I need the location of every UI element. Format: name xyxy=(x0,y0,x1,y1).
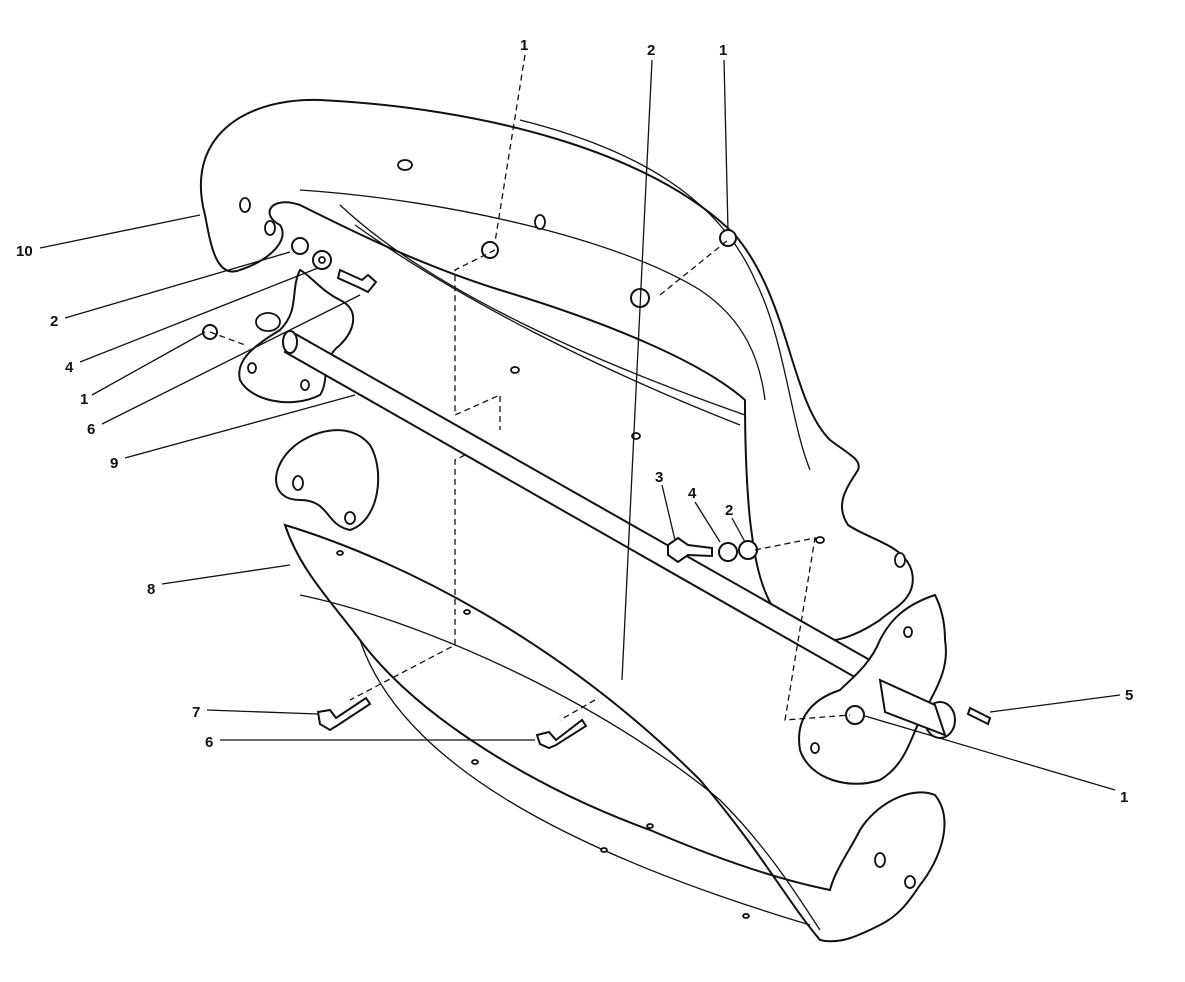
callout-6: 6 xyxy=(205,734,213,751)
callout-1: 1 xyxy=(1120,789,1128,806)
callout-8: 8 xyxy=(147,581,155,598)
callout-2: 2 xyxy=(725,502,733,519)
callout-2: 2 xyxy=(647,42,655,59)
leader-lines xyxy=(39,54,1121,791)
hardware xyxy=(202,229,992,750)
callout-6: 6 xyxy=(87,421,95,438)
callout-9: 9 xyxy=(110,455,118,472)
lower-housing xyxy=(275,429,946,943)
callout-1: 1 xyxy=(80,391,88,408)
right-bearing-bracket xyxy=(798,593,956,785)
callout-4: 4 xyxy=(688,485,697,502)
callout-1: 1 xyxy=(520,37,528,54)
callout-1: 1 xyxy=(719,42,727,59)
callout-3: 3 xyxy=(655,469,663,486)
callout-5: 5 xyxy=(1125,687,1133,704)
callout-7: 7 xyxy=(192,704,200,721)
alignment-lines xyxy=(209,239,851,721)
callout-10: 10 xyxy=(16,243,33,260)
callout-2: 2 xyxy=(50,313,58,330)
callout-labels: 10 2 4 1 6 9 8 7 6 1 2 1 3 4 2 5 1 xyxy=(16,37,1133,806)
callout-4: 4 xyxy=(65,359,74,376)
